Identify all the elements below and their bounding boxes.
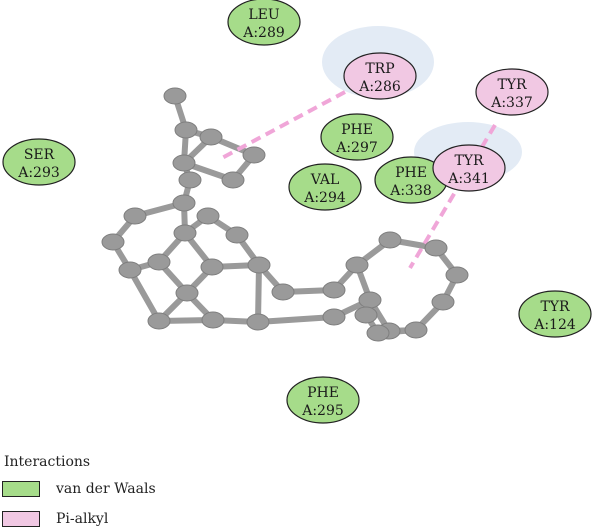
legend: Interactions van der Waals Pi-alkyl — [0, 450, 300, 528]
ligand-atom — [424, 239, 448, 257]
residue-disc — [432, 144, 506, 192]
ligand-atom — [322, 308, 346, 326]
legend-item-van-der-waals: van der Waals — [2, 480, 282, 500]
legend-label-van-der-waals: van der Waals — [56, 481, 156, 497]
ligand-atom — [345, 256, 369, 274]
pi-alkyl-interaction-line — [408, 123, 497, 270]
residue-name: TYR — [454, 153, 484, 169]
ligand-atom — [199, 128, 223, 146]
legend-item-pi-alkyl: Pi-alkyl — [2, 510, 282, 530]
ligand-atoms — [101, 87, 469, 342]
residue-tyr-a337: TYR A:337 — [475, 68, 549, 116]
residue-tyr-a341: TYR A:341 — [432, 144, 506, 192]
ligand-atom — [271, 283, 295, 301]
legend-swatch-van-der-waals — [2, 481, 40, 497]
ligand-atom — [201, 311, 225, 329]
ligand-terminal-atom — [163, 87, 187, 105]
ligand-atom — [118, 261, 142, 279]
ligand-atom — [175, 284, 199, 302]
residue-disc — [288, 163, 362, 211]
residue-ser-a293: SER A:293 — [2, 138, 76, 186]
residue-id: A:341 — [447, 171, 490, 187]
residue-disc — [320, 113, 394, 161]
ligand-atom — [147, 253, 171, 271]
residue-id: A:295 — [301, 403, 344, 419]
ligand-atom — [147, 312, 171, 330]
ligand-atom — [445, 266, 469, 284]
ligand-atom — [378, 231, 402, 249]
bond — [255, 262, 262, 325]
residue-id: A:337 — [490, 95, 533, 111]
residue-disc — [2, 138, 76, 186]
residue-disc — [518, 290, 592, 338]
ligand-atom — [431, 293, 455, 311]
ligand-atom — [246, 313, 270, 331]
ligand-atom — [173, 224, 197, 242]
legend-swatch-pi-alkyl — [2, 511, 40, 527]
ligand-atom — [101, 233, 125, 251]
residue-id: A:338 — [389, 183, 432, 199]
ligand-atom — [174, 121, 198, 139]
residue-name: PHE — [341, 122, 373, 138]
ligand-atom — [354, 306, 378, 324]
ligand-atom — [242, 146, 266, 164]
ligand-atom — [322, 281, 346, 299]
residue-disc — [475, 68, 549, 116]
bond — [127, 267, 162, 324]
ligand-atom — [221, 171, 245, 189]
pi-alkyl-interaction-line — [221, 90, 346, 160]
ligand-atom — [247, 256, 271, 274]
ligand-atom — [225, 226, 249, 244]
residue-phe-a338: PHE A:338 — [374, 156, 448, 204]
residue-trp-a286: TRP A:286 — [343, 52, 417, 100]
ligand-atom — [200, 258, 224, 276]
ligand-atom — [172, 194, 196, 212]
residue-leu-a289: LEU A:289 — [227, 0, 301, 46]
residue-name: TYR — [497, 77, 527, 93]
residue-phe-a295: PHE A:295 — [286, 376, 360, 424]
residue-name: VAL — [310, 172, 340, 188]
ligand-atom — [172, 154, 196, 172]
residue-val-a294: VAL A:294 — [288, 163, 362, 211]
ligand-atom — [123, 207, 147, 225]
interaction-lines — [221, 90, 497, 270]
residue-id: A:286 — [358, 79, 401, 95]
residue-id: A:294 — [303, 190, 346, 206]
residue-id: A:124 — [533, 317, 576, 333]
legend-label-pi-alkyl: Pi-alkyl — [56, 511, 109, 527]
residue-id: A:289 — [242, 25, 285, 41]
residue-name: SER — [24, 147, 55, 163]
ligand-atom — [178, 171, 202, 189]
residue-name: PHE — [307, 385, 339, 401]
residue-name: TRP — [365, 61, 394, 77]
ligand-atom — [366, 324, 390, 342]
residue-id: A:297 — [335, 140, 378, 156]
residue-phe-a297: PHE A:297 — [320, 113, 394, 161]
residue-id: A:293 — [17, 165, 60, 181]
residue-name: LEU — [248, 7, 280, 23]
ligand-atom — [196, 207, 220, 225]
bond — [255, 314, 337, 325]
residue-name: PHE — [395, 165, 427, 181]
residue-tyr-a124: TYR A:124 — [518, 290, 592, 338]
ligand-atom — [358, 291, 382, 309]
residue-disc — [343, 52, 417, 100]
legend-title: Interactions — [4, 454, 91, 470]
ligand-atom — [404, 321, 428, 339]
residue-disc — [227, 0, 301, 46]
residue-name: TYR — [540, 299, 570, 315]
residue-disc — [286, 376, 360, 424]
